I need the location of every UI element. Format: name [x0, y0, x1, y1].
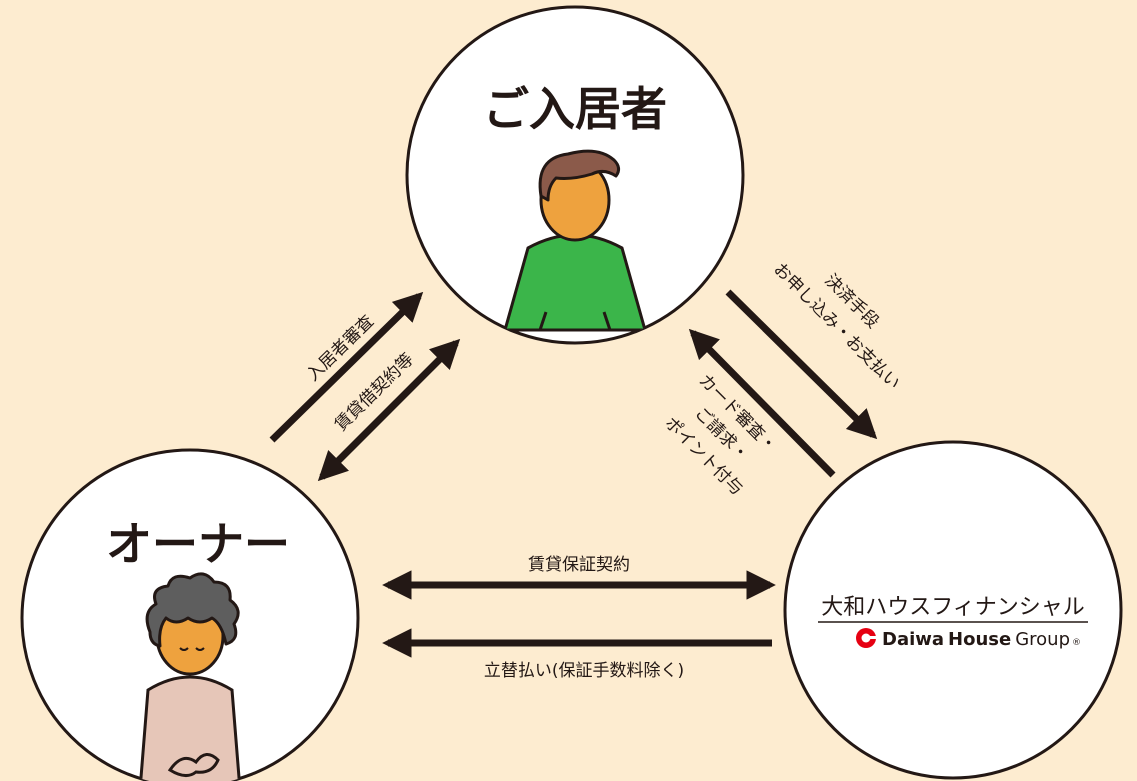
resident-node: ご入居者: [405, 5, 745, 345]
daiwa-house-logo-icon: [856, 628, 877, 648]
company-name: 大和ハウスフィナンシャル: [821, 595, 1085, 620]
company-circle: [783, 440, 1123, 780]
label-advance-payment: 立替払い(保証手数料除く): [484, 661, 684, 681]
owner-node: オーナー: [20, 448, 360, 781]
logo-word-group: Group: [1015, 629, 1070, 650]
arrow-owner-resident-bidirectional: [317, 338, 461, 482]
owner-person-icon: [138, 572, 242, 781]
logo-word-daiwa: Daiwa: [882, 629, 944, 650]
resident-title: ご入居者: [483, 82, 667, 136]
resident-person-icon: [503, 149, 647, 332]
logo-mark: ®: [1072, 638, 1081, 648]
logo-word-house: House: [948, 629, 1011, 650]
label-guarantee-contract: 賃貸保証契約: [528, 555, 630, 575]
arrow-resident-to-company: [725, 289, 878, 440]
owner-title: オーナー: [106, 517, 290, 571]
arrow-company-to-resident: [688, 328, 836, 478]
